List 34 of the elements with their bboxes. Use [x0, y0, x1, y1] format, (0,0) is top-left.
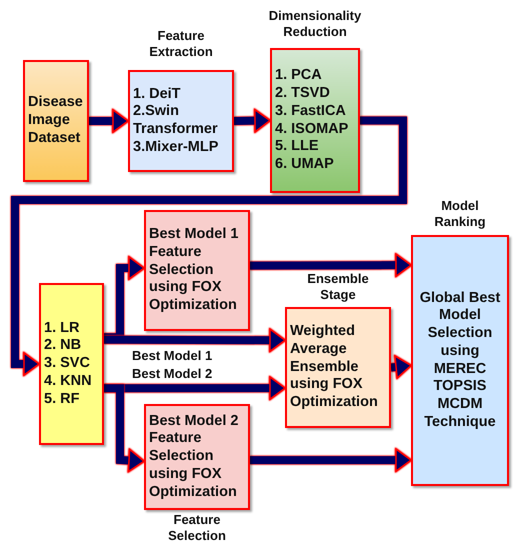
arrow — [390, 355, 412, 379]
box-text: 4. KNN — [44, 372, 93, 391]
arrow — [234, 108, 271, 132]
box-text: 5. RF — [44, 390, 80, 408]
stage-heading: Ensemble Stage — [306, 271, 370, 304]
box-text: Best Model 2 Feature Selection using FOX Optimization — [149, 412, 240, 502]
box-text: 2. TSVD — [275, 85, 331, 103]
stage-heading: Feature Extraction — [148, 28, 214, 60]
arrow — [11, 116, 407, 376]
box-text: 1. LR — [44, 320, 80, 338]
box-text: 2.Swin Transformer — [133, 103, 219, 139]
box-text: 2. NB — [44, 337, 82, 356]
box-text: Disease Image Dataset — [28, 94, 84, 148]
box-text: 3.Mixer-MLP — [133, 138, 220, 156]
arrow — [104, 328, 286, 352]
stage-heading: Dimensionality Reduction — [268, 8, 362, 40]
arrow — [104, 384, 145, 472]
arrow — [250, 448, 412, 472]
edge-label: Best Model 1 — [132, 348, 212, 363]
stage-heading: Feature Selection — [167, 512, 227, 544]
stage-heading: Model Ranking — [433, 198, 487, 230]
box-text: 3. FastICA — [275, 102, 347, 120]
box-text: 1. PCA — [275, 67, 323, 86]
box-text: 1. DeiT — [133, 86, 182, 104]
box-text: 3. SVC — [44, 355, 91, 373]
arrow — [89, 109, 129, 133]
box-text: 4. ISOMAP — [275, 120, 350, 138]
box-text: 6. UMAP — [275, 156, 335, 174]
box-text: 5. LLE — [275, 138, 320, 156]
box-text: Global Best Model Selection using MEREC TOPSIS MCDM Technique — [418, 290, 502, 432]
edge-label: Best Model 2 — [132, 366, 212, 381]
arrow — [250, 253, 412, 277]
box-text: Best Model 1 Feature Selection using FOX Optimization — [149, 226, 240, 315]
box-text: Weighted Average Ensemble using FOX Optimization — [290, 323, 379, 412]
